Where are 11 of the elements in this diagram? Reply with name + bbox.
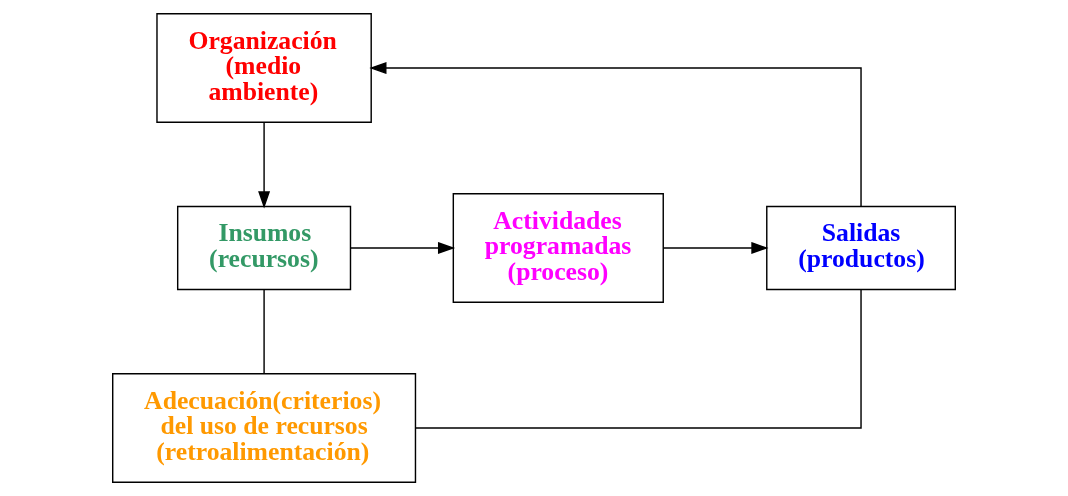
connector [414,289,862,429]
node-box: Actividades programadas (proceso) [452,193,664,303]
arrow [369,62,862,207]
connector [263,289,265,375]
arrow [662,242,769,254]
node-box: Adecuación(criterios) del uso de recursos (retroalimentación) [112,372,417,483]
node-box: Salidas (productos) [766,205,956,291]
arrow [258,121,271,209]
arrow [350,242,456,254]
node-box: Organización (medio ambiente) [156,13,372,124]
node-box: Insumos (recursos) [176,205,352,291]
